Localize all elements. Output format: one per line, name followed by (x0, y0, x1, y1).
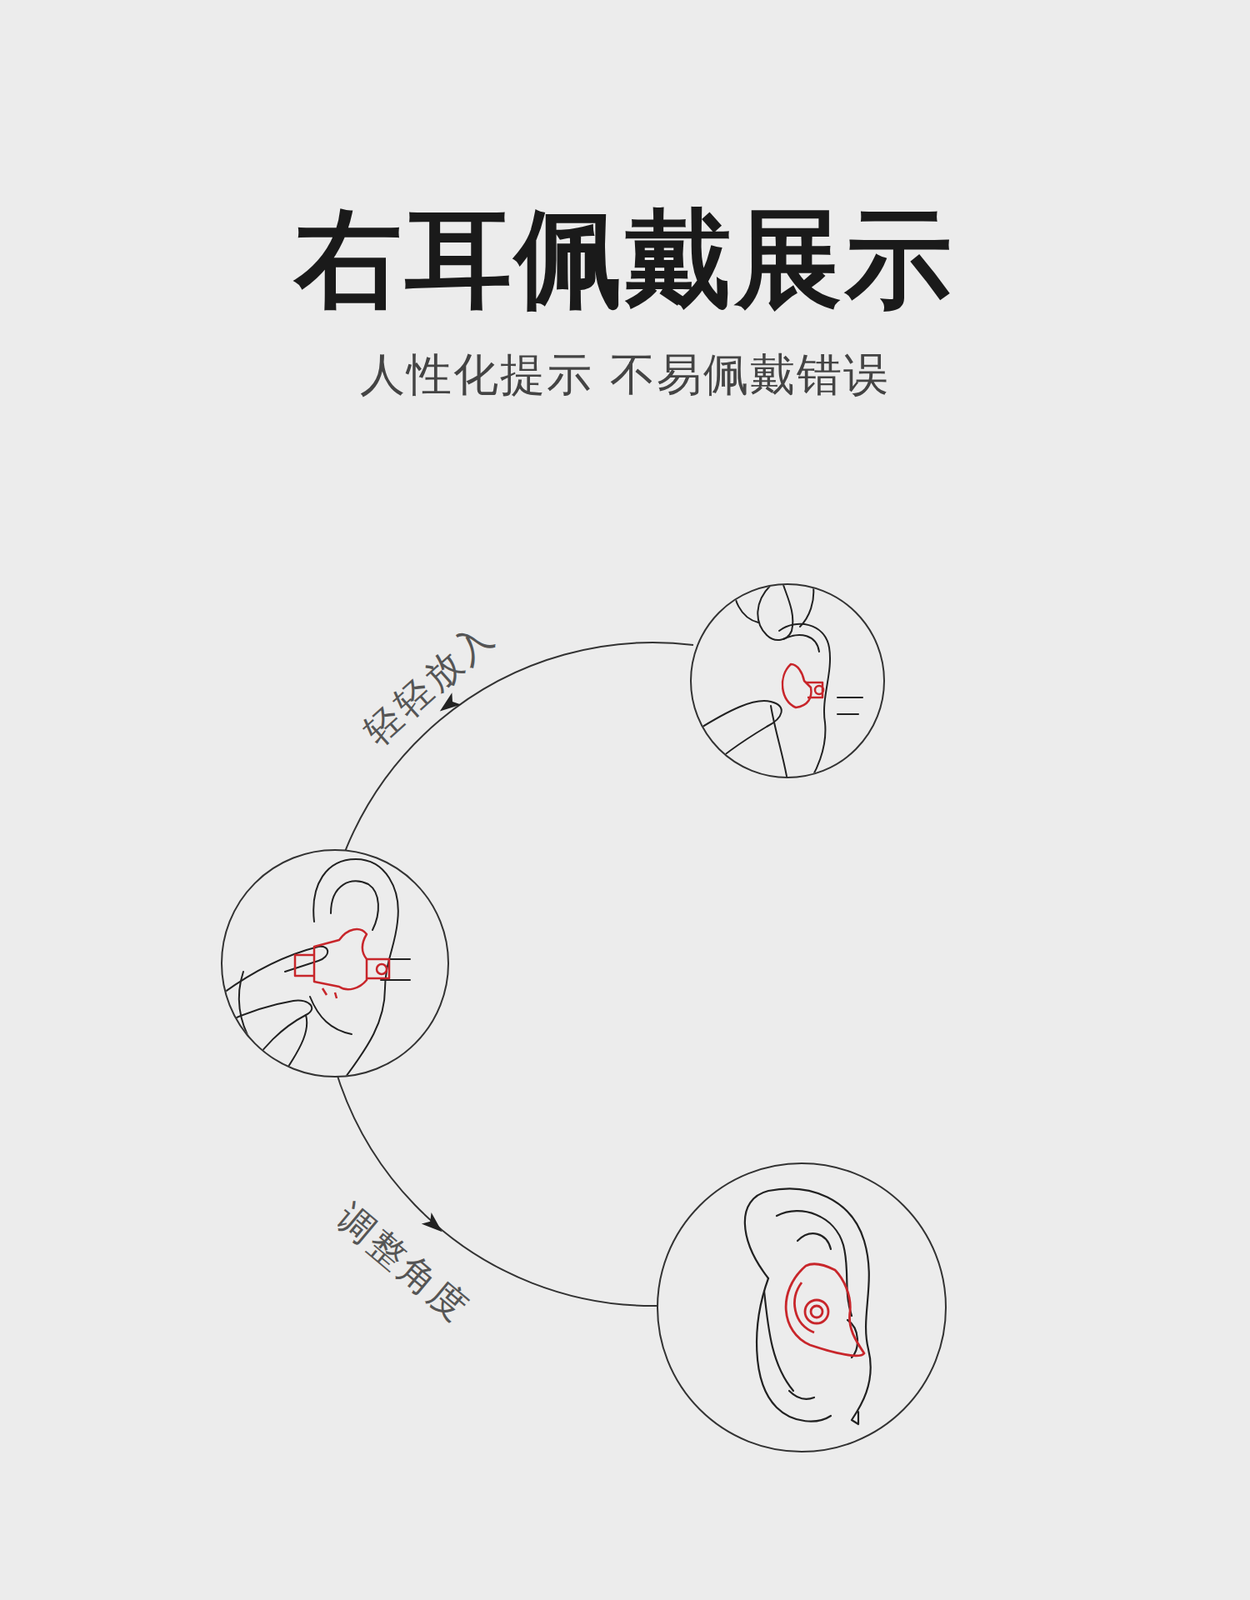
arrowhead (421, 1212, 448, 1238)
subtitle: 人性化提示 不易佩戴错误 (360, 345, 890, 406)
step-label: 调整角度 (325, 1193, 480, 1335)
page-title: 右耳佩戴展示 (295, 188, 955, 333)
step-adjust (657, 1163, 946, 1452)
step-label: 轻轻放入 (354, 611, 506, 755)
step-insert (218, 850, 449, 1080)
step-pull-ear (690, 580, 885, 790)
